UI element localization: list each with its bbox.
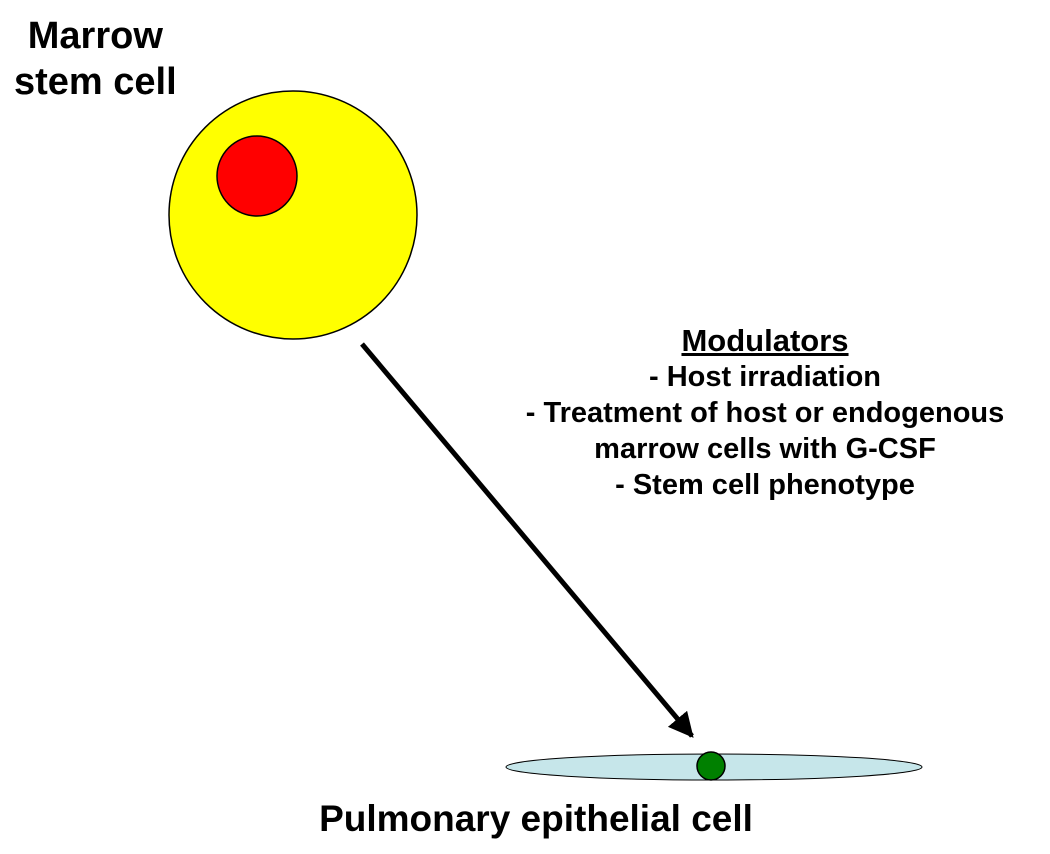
modulators-heading: Modulators bbox=[681, 323, 849, 358]
epithelial-cell-label: Pulmonary epithelial cell bbox=[319, 798, 753, 839]
stem-cell-nucleus bbox=[216, 135, 298, 217]
modulators-panel: Modulators - Host irradiation - Treatmen… bbox=[470, 322, 1050, 504]
marrow-stem-cell bbox=[168, 90, 418, 340]
stem-cell-label-line2: stem cell bbox=[14, 60, 177, 103]
pulmonary-epithelial-cell bbox=[505, 751, 923, 781]
epithelial-cell-nucleus bbox=[696, 751, 726, 781]
modulator-item-host-irradiation: - Host irradiation bbox=[648, 361, 881, 394]
stem-cell-label-line1: Marrow bbox=[27, 15, 163, 57]
modulator-item-phenotype: - Stem cell phenotype bbox=[615, 469, 915, 502]
stem-cell-label: Marrow stem cell bbox=[14, 14, 177, 105]
differentiation-arrow bbox=[360, 342, 694, 738]
modulator-item-treatment: - Treatment of host or endogenous bbox=[525, 397, 1005, 430]
stem-cell-cytoplasm bbox=[168, 90, 418, 340]
modulator-item-treatment-continued: marrow cells with G-CSF bbox=[594, 433, 936, 466]
